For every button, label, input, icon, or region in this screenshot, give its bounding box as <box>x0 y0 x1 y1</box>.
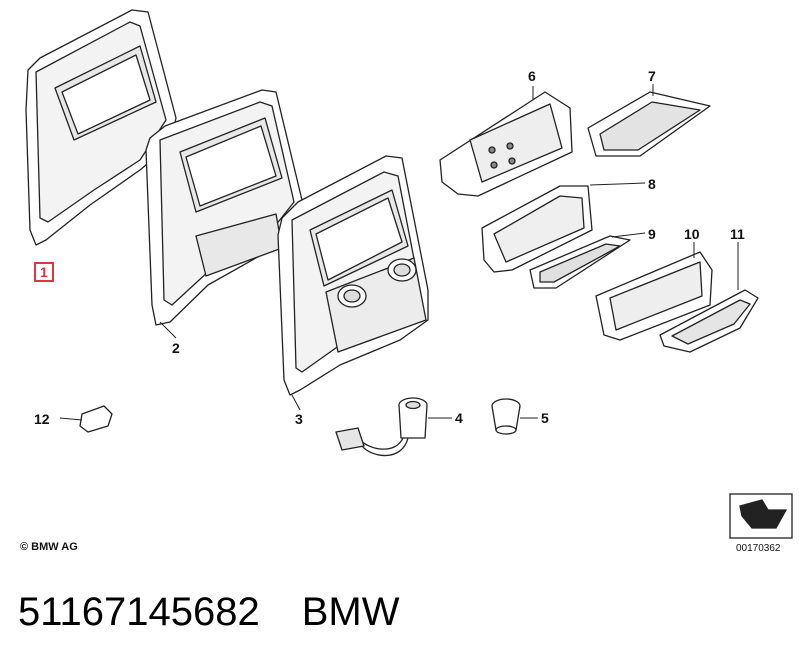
part-12-clip <box>79 405 113 433</box>
part-1-trim-panel <box>25 9 177 246</box>
callout-12[interactable]: 12 <box>34 411 50 427</box>
brand-name: BMW <box>301 590 400 634</box>
part-8-housing <box>481 185 593 273</box>
callout-7[interactable]: 7 <box>648 68 656 84</box>
part-9-mat <box>529 235 631 289</box>
part-11-bracket <box>659 289 759 353</box>
part-number: 51167145682 <box>18 590 260 634</box>
callout-2[interactable]: 2 <box>172 340 180 356</box>
arrow-icon <box>729 493 793 539</box>
callout-9[interactable]: 9 <box>648 226 656 242</box>
callout-11[interactable]: 11 <box>730 226 745 242</box>
footer: 51167145682 BMW <box>18 590 442 635</box>
callout-5[interactable]: 5 <box>541 410 549 426</box>
leader-lines <box>59 84 739 421</box>
part-10-box <box>595 251 713 341</box>
part-2-trim-panel <box>145 89 303 326</box>
callout-4[interactable]: 4 <box>455 410 463 426</box>
part-6-tray <box>439 91 573 197</box>
callout-1[interactable]: 1 <box>34 262 54 282</box>
copyright-notice: © BMW AG <box>20 541 78 553</box>
part-7-cover <box>587 91 711 157</box>
callout-6[interactable]: 6 <box>528 68 536 84</box>
callout-10[interactable]: 10 <box>684 226 700 242</box>
part-4-socket <box>335 397 428 457</box>
callout-3[interactable]: 3 <box>295 411 303 427</box>
drawing-number: 00170362 <box>736 543 781 554</box>
parts-diagram <box>25 9 793 539</box>
part-3-trim-panel <box>277 155 429 396</box>
callout-8[interactable]: 8 <box>648 176 656 192</box>
part-5-plug <box>491 398 521 435</box>
